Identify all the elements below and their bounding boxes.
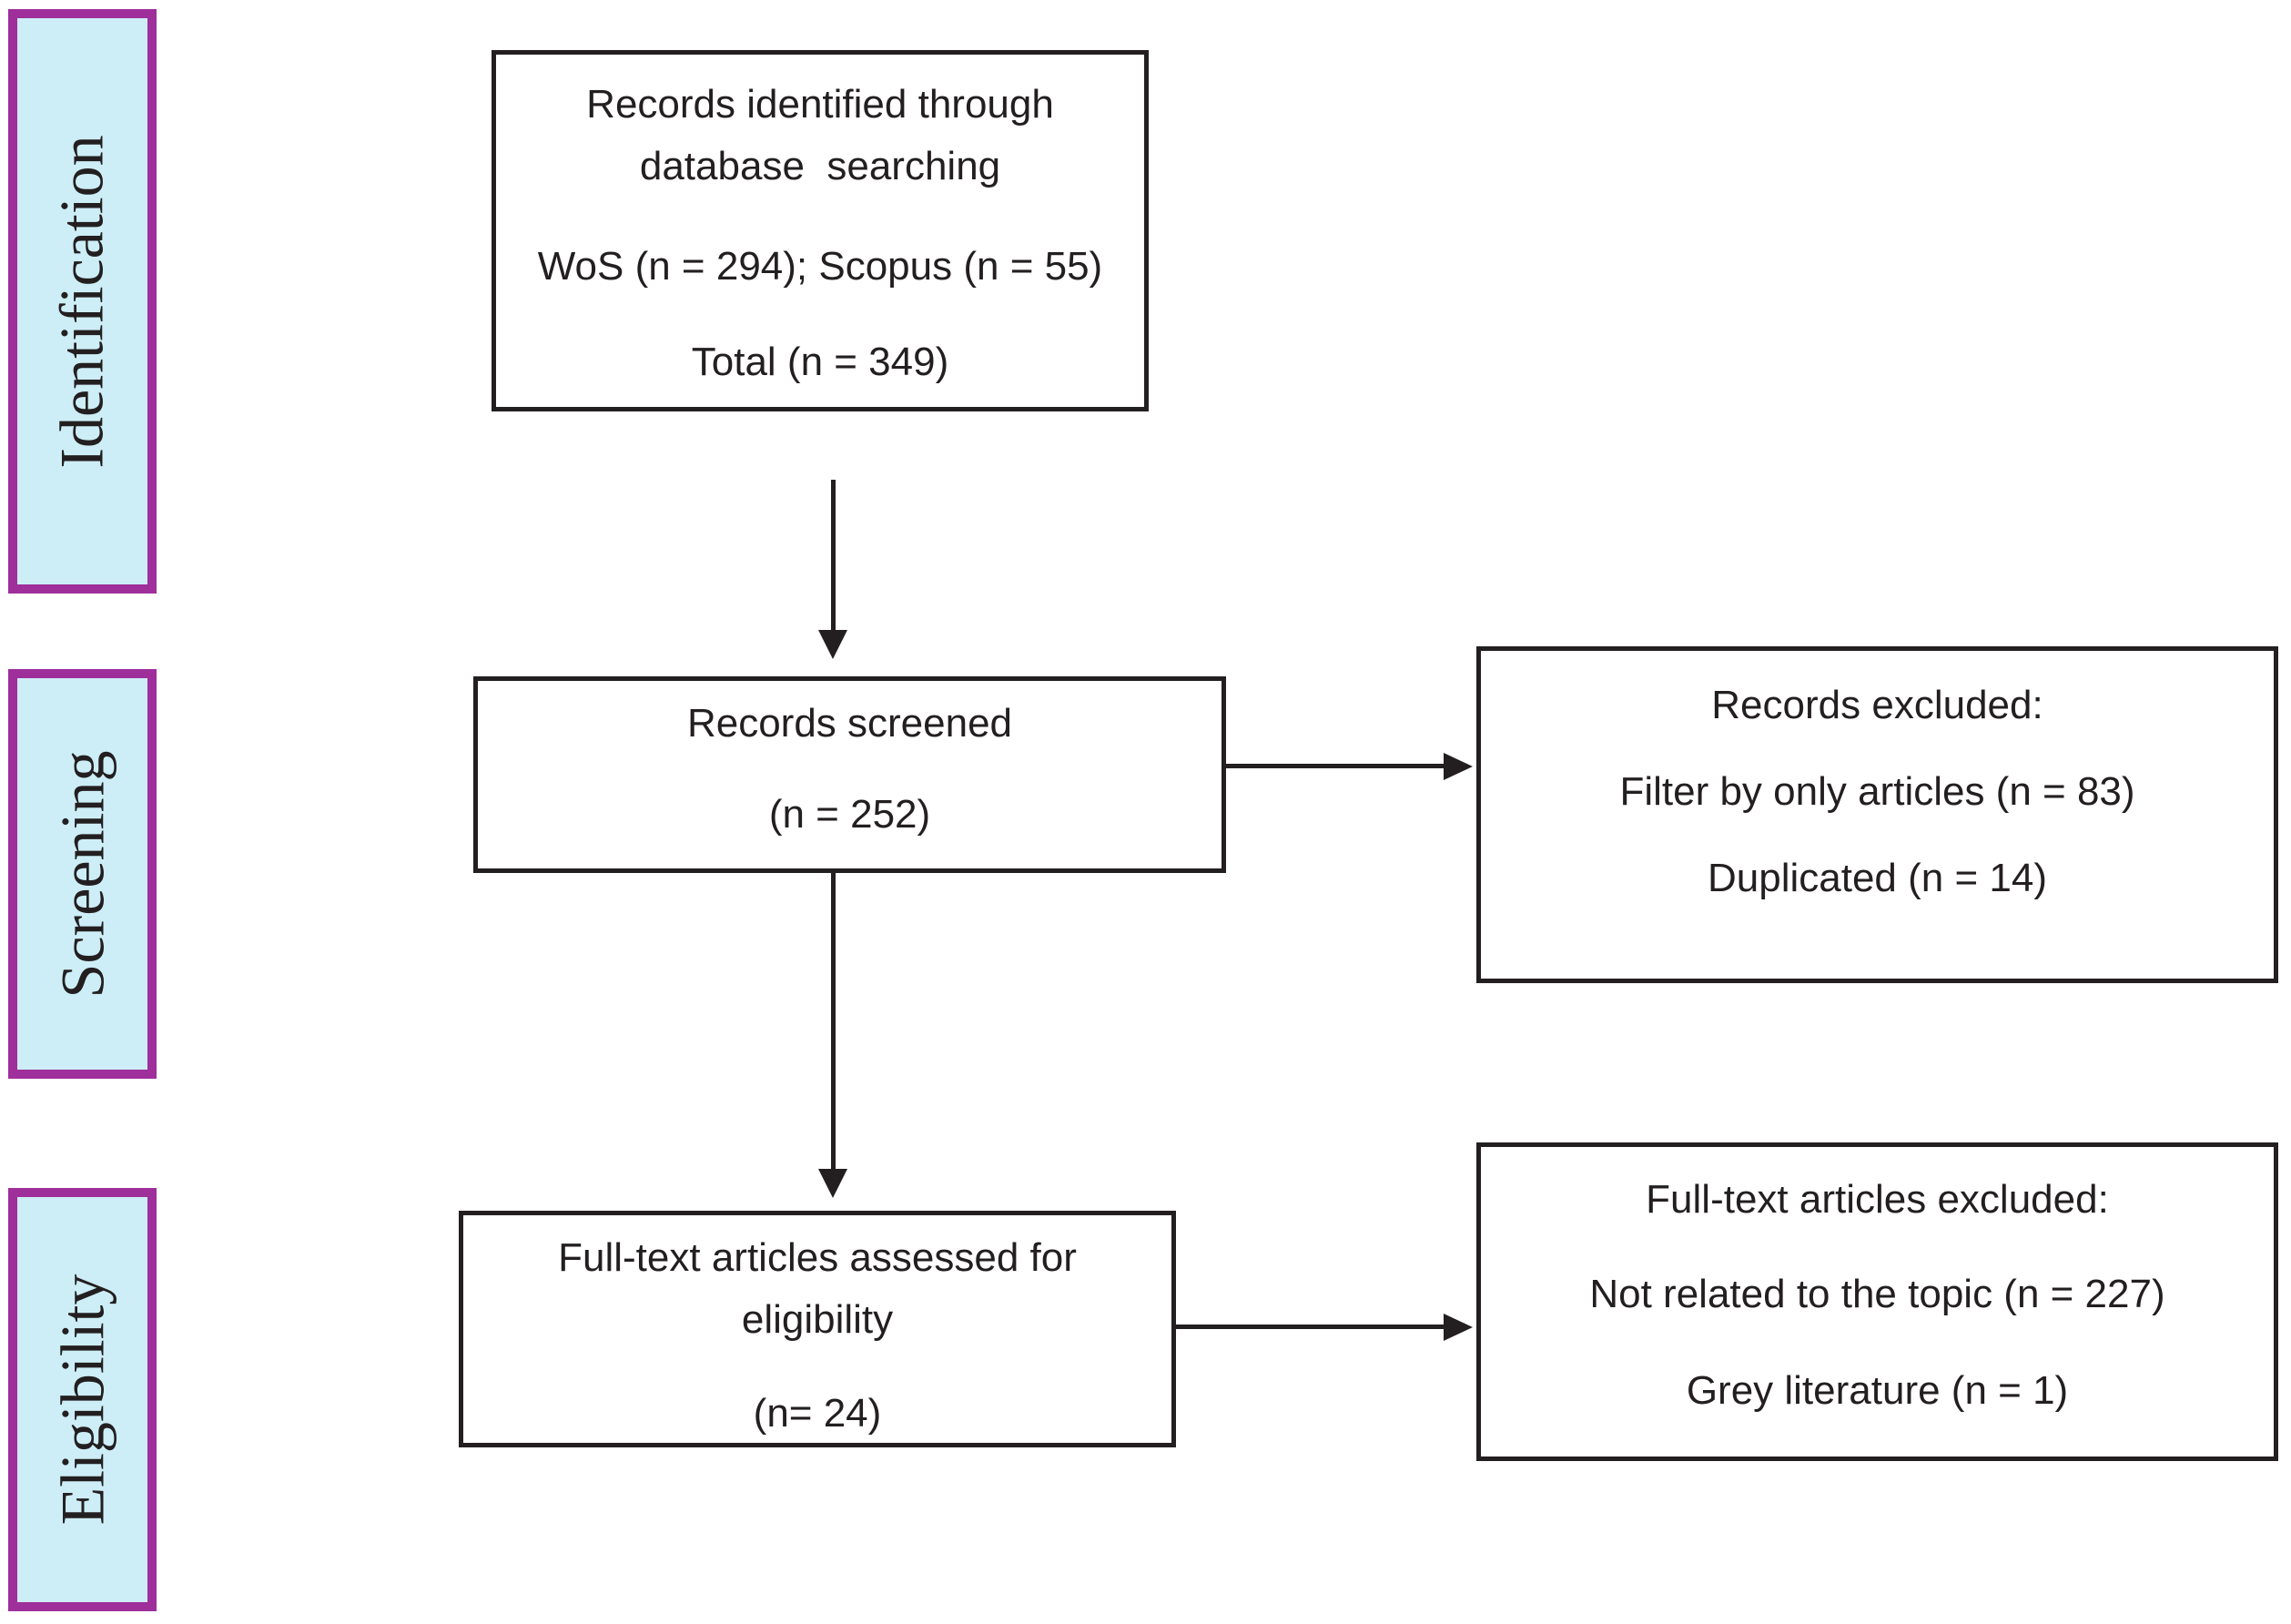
- box-line: Total (n = 349): [691, 340, 949, 384]
- box-line: Records excluded:: [1711, 683, 2043, 727]
- arrow-right-assessed-to-excluded-head-icon: [1444, 1314, 1473, 1341]
- box-records-excluded: Records excluded: Filter by only article…: [1476, 646, 2278, 983]
- arrow-right-screened-to-excluded-head-icon: [1444, 753, 1473, 780]
- box-fulltext-assessed: Full-text articles assessed for eligibil…: [459, 1211, 1176, 1447]
- box-line: Duplicated (n = 14): [1708, 856, 2047, 900]
- stage-label-identification-text: Identification: [47, 134, 117, 469]
- box-line: Records identified through: [586, 82, 1054, 127]
- box-records-identified: Records identified through database sear…: [492, 50, 1149, 411]
- stage-label-screening: Screening: [8, 669, 157, 1079]
- arrow-right-screened-to-excluded-shaft: [1226, 764, 1444, 768]
- box-line: Grey literature (n = 1): [1686, 1368, 2069, 1413]
- stage-label-eligibility: Eligibility: [8, 1188, 157, 1611]
- box-line: eligibility: [741, 1297, 894, 1342]
- arrow-down-identified-to-screened-shaft: [831, 480, 836, 630]
- arrow-down-screened-to-assessed-shaft: [831, 872, 836, 1169]
- box-line: Not related to the topic (n = 227): [1589, 1272, 2165, 1316]
- box-line: Filter by only articles (n = 83): [1619, 769, 2135, 814]
- box-line: database searching: [639, 144, 1001, 188]
- box-fulltext-excluded: Full-text articles excluded: Not related…: [1476, 1142, 2278, 1461]
- stage-label-screening-text: Screening: [47, 750, 117, 998]
- stage-label-eligibility-text: Eligibility: [47, 1274, 117, 1526]
- stage-label-identification: Identification: [8, 9, 157, 594]
- box-line: WoS (n = 294); Scopus (n = 55): [537, 244, 1103, 289]
- box-line: Full-text articles assessed for: [558, 1235, 1077, 1280]
- arrow-down-screened-to-assessed-head-icon: [818, 1169, 847, 1198]
- box-records-screened: Records screened (n = 252): [473, 676, 1226, 873]
- box-line: (n = 252): [768, 792, 931, 837]
- arrow-down-identified-to-screened-head-icon: [818, 630, 847, 659]
- box-line: Full-text articles excluded:: [1646, 1177, 2109, 1222]
- box-line: (n= 24): [753, 1391, 882, 1436]
- box-line: Records screened: [686, 701, 1013, 746]
- arrow-right-assessed-to-excluded-shaft: [1176, 1325, 1444, 1329]
